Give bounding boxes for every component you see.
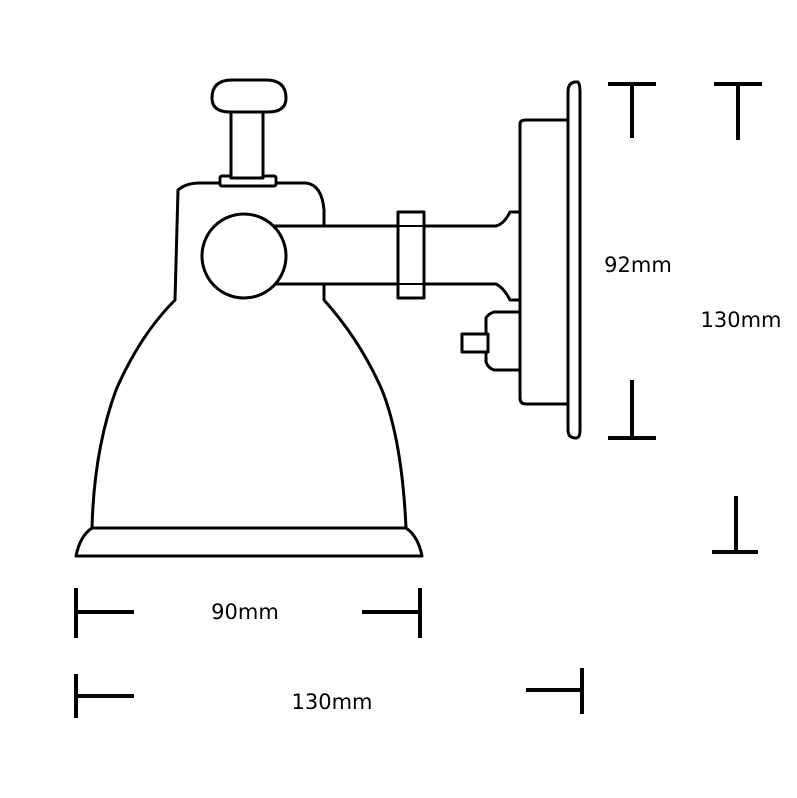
arm-neck (422, 210, 522, 302)
wall-lamp (74, 78, 582, 558)
arm-collar (396, 210, 426, 300)
lamp-shade (90, 181, 408, 530)
overall-height-label: 130mm (701, 308, 782, 332)
switch-body (484, 310, 522, 372)
pivot-joint (200, 212, 288, 300)
knob-cap (210, 78, 288, 114)
overall-width-label: 130mm (292, 690, 373, 714)
backplate-height-dimension: 92mm (604, 82, 672, 440)
wall-plate (566, 80, 582, 440)
shade-width-dimension: 90mm (74, 588, 422, 638)
backplate-height-label: 92mm (604, 253, 672, 277)
overall-height-dimension: 130mm (701, 82, 782, 554)
knob-stem (229, 102, 265, 180)
backplate-housing (518, 118, 570, 406)
shade-width-label: 90mm (211, 600, 279, 624)
overall-width-dimension: 130mm (74, 668, 584, 718)
switch-toggle (460, 332, 490, 354)
shade-rim (74, 526, 424, 558)
